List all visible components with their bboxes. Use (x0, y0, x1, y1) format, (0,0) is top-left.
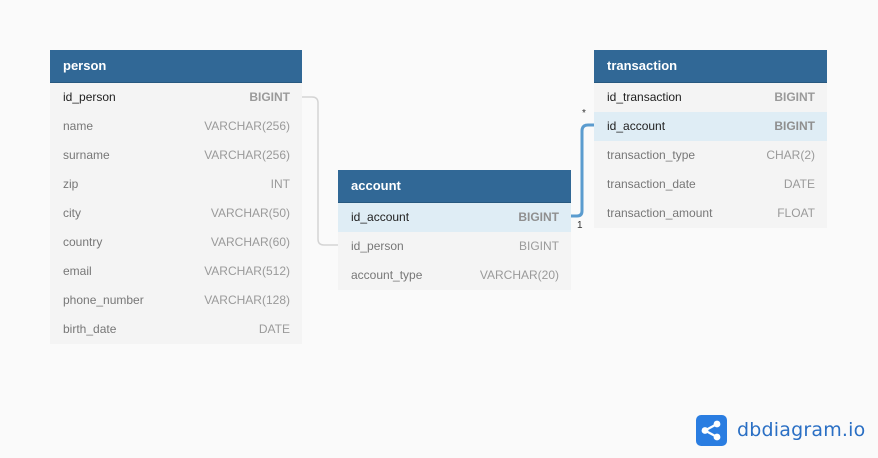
cardinality-many: * (582, 108, 586, 119)
field-type: CHAR(2) (766, 148, 815, 162)
field-row[interactable]: phone_number VARCHAR(128) (50, 286, 302, 315)
field-row[interactable]: id_person BIGINT (338, 232, 571, 261)
field-name: country (63, 235, 103, 249)
table-person[interactable]: person id_person BIGINT name VARCHAR(256… (50, 50, 302, 344)
link-account-transaction (571, 123, 594, 218)
field-row[interactable]: surname VARCHAR(256) (50, 141, 302, 170)
link-person-account (302, 96, 338, 246)
field-type: BIGINT (774, 90, 815, 104)
field-row[interactable]: transaction_type CHAR(2) (594, 141, 827, 170)
field-type: BIGINT (518, 239, 559, 253)
field-name: email (63, 264, 92, 278)
table-header[interactable]: account (338, 170, 571, 203)
field-row[interactable]: transaction_date DATE (594, 170, 827, 199)
field-row[interactable]: transaction_amount FLOAT (594, 199, 827, 228)
field-type: BIGINT (518, 210, 559, 224)
field-name: id_person (63, 90, 116, 104)
field-row[interactable]: zip INT (50, 170, 302, 199)
table-account[interactable]: account id_account BIGINT id_person BIGI… (338, 170, 571, 290)
share-nodes-icon (696, 414, 727, 446)
field-name: birth_date (63, 322, 117, 336)
field-name: id_account (351, 210, 410, 224)
brand-name: dbdiagram.io (737, 419, 866, 441)
field-name: id_account (607, 119, 666, 133)
field-name: transaction_type (607, 148, 696, 162)
field-row[interactable]: account_type VARCHAR(20) (338, 261, 571, 290)
field-name: account_type (351, 268, 423, 282)
field-type: VARCHAR(128) (204, 293, 290, 307)
table-header[interactable]: transaction (594, 50, 827, 83)
field-name: phone_number (63, 293, 144, 307)
field-type: VARCHAR(512) (204, 264, 290, 278)
field-row[interactable]: email VARCHAR(512) (50, 257, 302, 286)
field-name: transaction_date (607, 177, 696, 191)
field-name: zip (63, 177, 79, 191)
field-type: VARCHAR(20) (479, 268, 559, 282)
field-name: transaction_amount (607, 206, 713, 220)
field-type: VARCHAR(60) (210, 235, 290, 249)
field-row[interactable]: id_account BIGINT (594, 112, 827, 141)
field-type: DATE (783, 177, 815, 191)
field-type: DATE (258, 322, 290, 336)
field-row[interactable]: id_transaction BIGINT (594, 83, 827, 112)
field-row[interactable]: city VARCHAR(50) (50, 199, 302, 228)
brand-logo[interactable]: dbdiagram.io (696, 414, 865, 446)
table-transaction[interactable]: transaction id_transaction BIGINT id_acc… (594, 50, 827, 228)
field-type: VARCHAR(256) (204, 119, 290, 133)
field-type: FLOAT (777, 206, 815, 220)
cardinality-one: 1 (577, 220, 583, 231)
field-row[interactable]: id_person BIGINT (50, 83, 302, 112)
field-name: surname (63, 148, 110, 162)
field-type: VARCHAR(50) (210, 206, 290, 220)
field-row[interactable]: birth_date DATE (50, 315, 302, 344)
field-name: id_person (351, 239, 404, 253)
field-name: id_transaction (607, 90, 682, 104)
field-type: VARCHAR(256) (204, 148, 290, 162)
table-header[interactable]: person (50, 50, 302, 83)
field-row[interactable]: country VARCHAR(60) (50, 228, 302, 257)
field-name: name (63, 119, 94, 133)
field-type: BIGINT (774, 119, 815, 133)
field-type: BIGINT (249, 90, 290, 104)
field-type: INT (270, 177, 290, 191)
field-name: city (63, 206, 81, 220)
field-row[interactable]: name VARCHAR(256) (50, 112, 302, 141)
field-row[interactable]: id_account BIGINT (338, 203, 571, 232)
